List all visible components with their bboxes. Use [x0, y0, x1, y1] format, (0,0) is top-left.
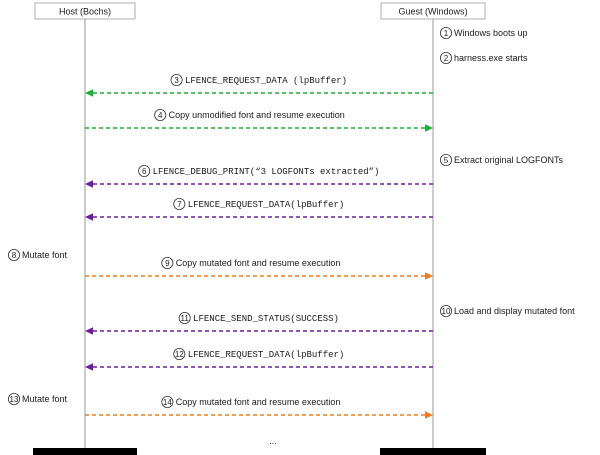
step-number: 13 — [10, 395, 19, 404]
step-number: 12 — [175, 350, 184, 359]
step-number: 1 — [444, 29, 449, 38]
step-number: 14 — [163, 398, 172, 407]
step-number-circle — [138, 164, 151, 177]
step-number: 10 — [442, 307, 451, 316]
message-label: LFENCE_REQUEST_DATA(lpBuffer) — [188, 200, 345, 210]
message-arrowhead — [425, 272, 433, 280]
note-text: Load and display mutated font — [454, 306, 575, 316]
step-number: 4 — [158, 111, 163, 120]
step-number: 7 — [177, 200, 182, 209]
message-arrowhead — [85, 180, 93, 188]
step-number-circle — [170, 74, 183, 87]
step-number-circle — [439, 304, 452, 317]
step-number-circle — [161, 395, 174, 408]
step-number-circle — [439, 52, 452, 65]
step-number-circle — [161, 256, 174, 269]
step-number-circle — [173, 197, 186, 210]
message-arrowhead — [85, 89, 93, 97]
guest-header-label: Guest (Windows) — [398, 7, 467, 17]
step-number-circle — [7, 248, 20, 261]
message-label: LFENCE_DEBUG_PRINT(“3 LOGFONTs extracted… — [153, 167, 380, 177]
note-text: Windows boots up — [454, 28, 528, 38]
host-header-label: Host (Bochs) — [59, 7, 111, 17]
step-number: 2 — [444, 54, 449, 63]
message-label: LFENCE_SEND_STATUS(SUCCESS) — [193, 314, 339, 324]
step-number: 5 — [444, 156, 449, 165]
message-arrowhead — [425, 124, 433, 132]
message-arrowhead — [425, 411, 433, 419]
message-label: Copy mutated font and resume execution — [176, 258, 341, 268]
message-label: LFENCE_REQUEST_DATA (lpBuffer) — [185, 76, 347, 86]
guest-bottom-bar — [380, 448, 486, 455]
step-number-circle — [173, 347, 186, 360]
note-text: Mutate font — [22, 394, 68, 404]
step-number: 9 — [165, 259, 170, 268]
host-bottom-bar — [33, 448, 137, 455]
step-number-circle — [154, 109, 167, 122]
note-text: harness.exe starts — [454, 53, 528, 63]
step-number: 6 — [142, 167, 147, 176]
note-text: Mutate font — [22, 250, 68, 260]
step-number-circle — [439, 153, 452, 166]
step-number-circle — [7, 392, 20, 405]
message-label: Copy unmodified font and resume executio… — [169, 110, 345, 120]
step-number-circle — [439, 26, 452, 39]
message-label: Copy mutated font and resume execution — [176, 397, 341, 407]
note-text: Extract original LOGFONTs — [454, 155, 564, 165]
message-arrowhead — [85, 327, 93, 335]
message-arrowhead — [85, 363, 93, 371]
message-label: LFENCE_REQUEST_DATA(lpBuffer) — [188, 350, 345, 360]
step-number: 11 — [181, 314, 190, 323]
step-number-circle — [178, 311, 191, 324]
step-number: 3 — [174, 76, 179, 85]
continuation-ellipsis: ... — [269, 436, 277, 446]
step-number: 8 — [12, 251, 17, 260]
message-arrowhead — [85, 213, 93, 221]
